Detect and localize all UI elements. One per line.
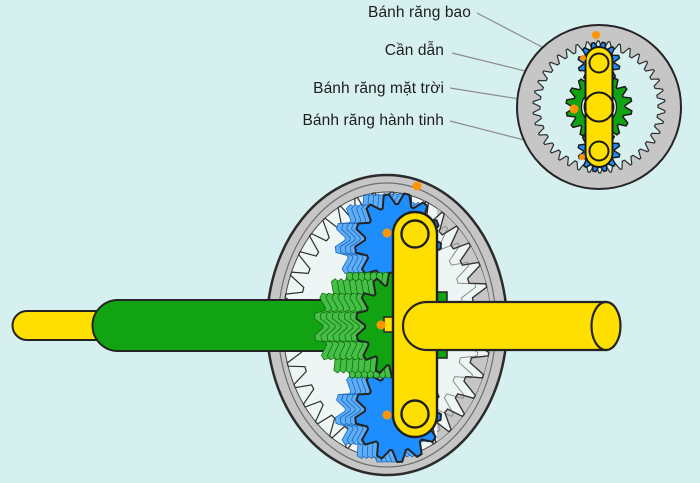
- leader-ring-gear: [476, 12, 543, 48]
- marker-dot: [579, 154, 585, 160]
- small-carrier-pin-bottom: [588, 140, 610, 162]
- small-carrier-pin-top: [588, 52, 610, 74]
- marker-dot: [382, 410, 392, 420]
- ring-gear-right-depth: [437, 208, 492, 442]
- main-3d-view: [11, 173, 622, 477]
- small-carrier-center-bore: [583, 91, 615, 123]
- label-ring-gear: Bánh răng bao: [368, 4, 471, 21]
- carrier-pin-bottom: [400, 399, 430, 429]
- marker-dot: [569, 104, 579, 114]
- marker-dot: [382, 228, 392, 238]
- label-planet-gear: Bánh răng hành tinh: [302, 112, 444, 129]
- marker-dot: [376, 320, 386, 330]
- carrier-pin-top: [400, 219, 430, 249]
- small-front-view: [516, 24, 682, 190]
- marker-dot: [412, 181, 422, 191]
- marker-dot: [592, 31, 600, 39]
- marker-dot: [580, 55, 586, 61]
- carrier-output-shaft-end: [590, 300, 622, 352]
- label-sun-gear: Bánh răng mặt trời: [313, 80, 444, 97]
- carrier-input-shaft: [11, 310, 101, 341]
- carrier-output-shaft: [401, 300, 608, 352]
- sun-gear-shaft: [91, 299, 331, 352]
- label-carrier: Cần dẫn: [384, 42, 444, 59]
